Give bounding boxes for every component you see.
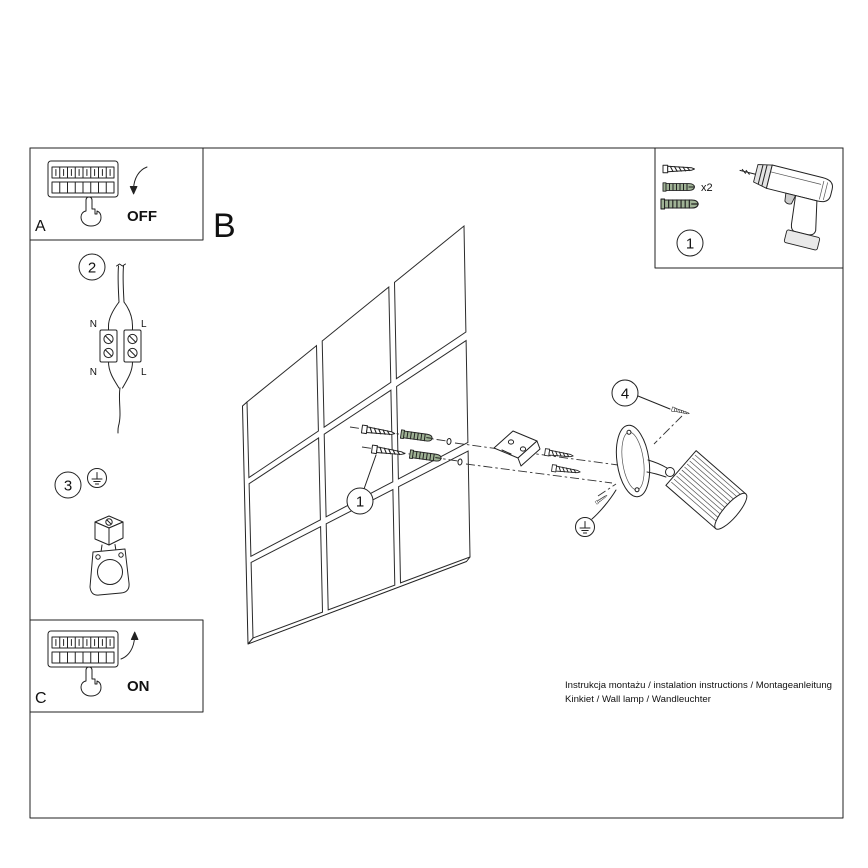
wall-tile [246, 344, 319, 479]
wall-plug-icon [660, 198, 699, 210]
lamp-canopy [615, 424, 651, 498]
connector-block [94, 515, 124, 553]
panel-c-box: C ON [29, 619, 204, 713]
panel-a-box: A OFF [29, 147, 204, 241]
drill-icon [739, 164, 833, 251]
drill-hole [446, 438, 452, 445]
supply-cable [116, 263, 126, 303]
step-4-badge [611, 379, 639, 407]
fuse-box-icon [47, 630, 119, 668]
terminal-block [123, 329, 142, 363]
step-1-number: 1 [356, 494, 364, 511]
wall-tile [321, 285, 392, 429]
footer: Instrukcja montażu / instalation instruc… [565, 680, 832, 705]
section-b-label: B [213, 207, 236, 245]
terminal-block [99, 329, 118, 363]
ground-icon [87, 468, 107, 488]
leader-line [363, 454, 377, 490]
flip-up-arrow-icon [120, 631, 139, 660]
wiring-diagram: 2 N L N L [78, 253, 147, 434]
panel-c-label: C [35, 690, 47, 707]
panel-a-label: A [35, 218, 46, 235]
split-wires [108, 301, 133, 331]
step-1-badge [676, 229, 704, 257]
footer-line-2: Kinkiet / Wall lamp / Wandleuchter [565, 694, 711, 705]
wire-label-l: L [141, 367, 147, 378]
wall-tile [323, 389, 394, 518]
wire-label-l: L [141, 319, 147, 330]
wall-tile [250, 525, 324, 639]
footer-line-1: Instrukcja montażu / instalation instruc… [565, 680, 832, 691]
fuse-box-icon [47, 160, 119, 198]
earth-step: 3 [54, 468, 130, 596]
earth-wire [591, 489, 617, 520]
power-off-label: OFF [127, 208, 157, 225]
step-3-number: 3 [64, 478, 72, 495]
step-3-badge [54, 471, 82, 499]
step-2-badge [78, 253, 106, 281]
wall-tile [248, 436, 321, 558]
wall-edge-thickness [242, 401, 471, 645]
wall-lamp [575, 424, 748, 537]
ground-icon [575, 517, 595, 537]
canopy-fixing: 4 [611, 379, 691, 445]
wire-label-n: N [90, 319, 97, 330]
wall-tile [393, 224, 467, 380]
step-1-badge [346, 487, 374, 515]
parts-box: x2 1 [654, 147, 844, 269]
lamp-joint [665, 467, 675, 477]
lamp-arm [646, 459, 668, 478]
wall-panel [246, 224, 471, 639]
power-on-label: ON [127, 678, 150, 695]
wall-plug-icon [662, 182, 695, 192]
step-4-number: 4 [621, 386, 629, 403]
drill-bit [739, 168, 757, 175]
drill-hole [457, 458, 463, 466]
flip-down-arrow-icon [129, 166, 148, 195]
step-1-number: 1 [686, 236, 694, 253]
bracket-plate [89, 548, 130, 596]
step-2-number: 2 [88, 260, 96, 277]
wire-label-n: N [90, 367, 97, 378]
mounting-bracket [493, 430, 541, 467]
lamp-shade [665, 450, 748, 530]
quantity-label: x2 [701, 182, 713, 194]
outgoing-wires [108, 361, 133, 434]
